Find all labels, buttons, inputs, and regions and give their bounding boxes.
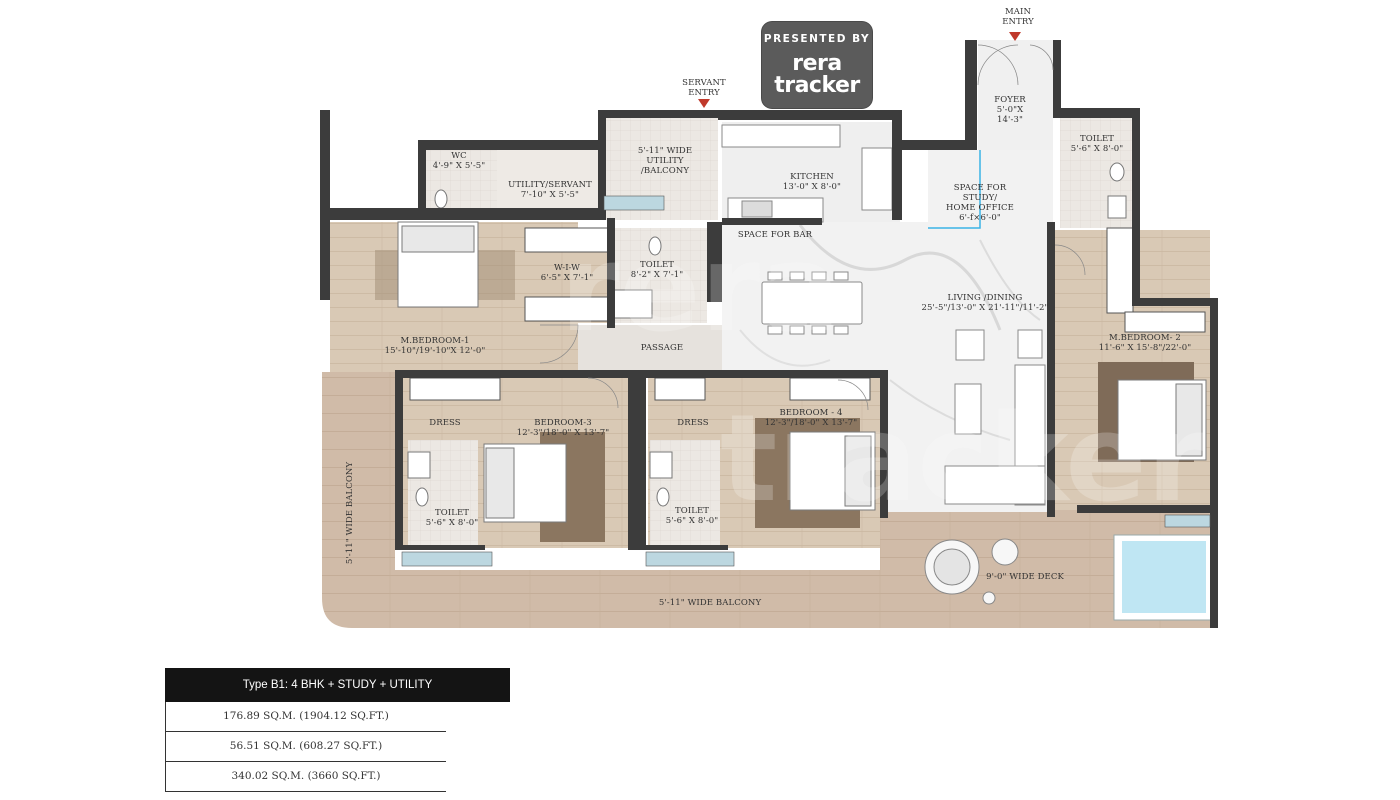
space-for-bar-label: SPACE FOR BAR <box>737 230 813 240</box>
balcony-side-label: 5'-11" WIDE BALCONY <box>345 461 355 565</box>
deck-label: 9'-0" WIDE DECK <box>986 572 1064 582</box>
wardrobes <box>409 227 1206 401</box>
badge-logo-line1: rera <box>792 51 842 76</box>
walls <box>320 40 1218 628</box>
sanitary-fixtures <box>407 162 1127 507</box>
sofa <box>944 329 1046 506</box>
area-row: 340.02 SQ.M. (3660 SQ.FT.) <box>165 762 446 792</box>
dress-3-label: DRESS <box>429 418 461 428</box>
study-partition <box>928 150 981 229</box>
area-row: 176.89 SQ.M. (1904.12 SQ.FT.) <box>165 702 446 732</box>
badge-caption: PRESENTED BY <box>763 33 871 45</box>
area-row: 56.51 SQ.M. (608.27 SQ.FT.) <box>165 732 446 762</box>
watermark: tracker <box>720 390 1206 529</box>
presented-by-badge: PRESENTED BY rera tracker <box>762 22 872 108</box>
passage-label: PASSAGE <box>640 343 684 353</box>
bed <box>397 221 1207 523</box>
pool-water <box>1122 541 1206 613</box>
dining-table <box>761 271 863 335</box>
door-swings <box>539 44 1086 411</box>
passage-floor <box>578 325 722 370</box>
deck-furniture <box>924 538 1019 605</box>
floor-plan: rera tracker <box>320 32 1218 628</box>
balcony-bottom-label: 5'-11" WIDE BALCONY <box>658 598 762 608</box>
dress-4-label: DRESS <box>677 418 709 428</box>
badge-logo-line2: tracker <box>774 73 860 98</box>
main-entry-marker <box>1009 32 1021 41</box>
area-table: Type B1: 4 BHK + STUDY + UTILITY 176.89 … <box>165 668 510 792</box>
foyer-floor <box>978 40 1053 150</box>
windows <box>401 195 1211 567</box>
area-table-title: Type B1: 4 BHK + STUDY + UTILITY <box>165 668 510 702</box>
watermark: rera <box>560 220 841 359</box>
wc-floor <box>425 150 497 218</box>
servant-entry-marker <box>698 99 710 108</box>
utility-servant-floor <box>497 145 599 217</box>
kitchen-counters <box>721 124 893 223</box>
